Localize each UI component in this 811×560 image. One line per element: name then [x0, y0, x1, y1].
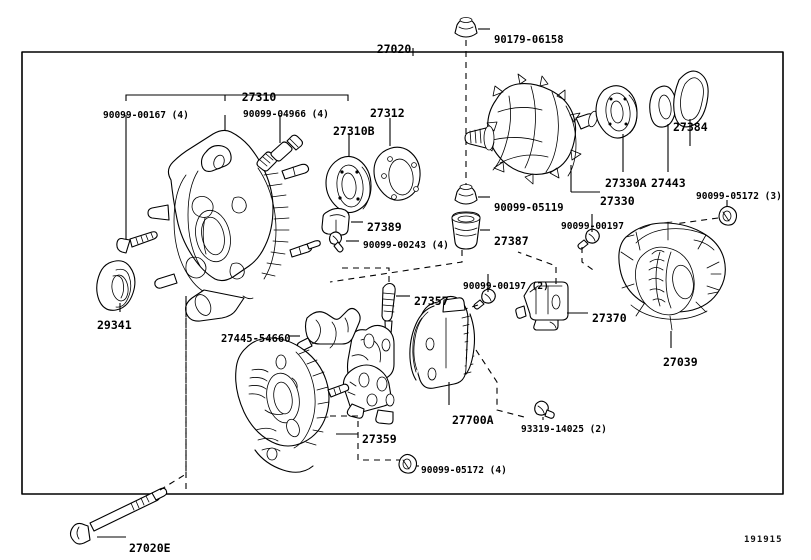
part-27312-retainer-plate [373, 146, 421, 201]
part-90099-04966-stud [256, 134, 304, 172]
part-label-93319-14025: 93319-14025 (2) [521, 424, 607, 435]
part-label-27387: 27387 [494, 234, 529, 248]
part-27330A-bearing [595, 85, 638, 172]
part-27700A-regulator [409, 295, 529, 419]
part-90179-06158 [454, 17, 490, 38]
part-90099-00167-bolt [116, 231, 158, 254]
part-93319-14025-screw [534, 400, 555, 420]
part-label-90099-05119: 90099-05119 [494, 202, 564, 214]
part-90099-05119 [454, 184, 490, 205]
diagram-corner-id: 191915 [744, 535, 783, 545]
part-27389-terminal-cover [321, 207, 363, 236]
part-label-90099-05172-3: 90099-05172 (3) [696, 191, 782, 202]
part-label-90099-00197-2: 90099-00197 (2) [463, 281, 549, 292]
diagram-frame [21, 51, 784, 495]
part-90099-00197-2-screw [461, 274, 496, 311]
part-90099-05172-4-nut [398, 453, 419, 474]
part-27357-brush-holder [338, 267, 410, 425]
part-label-27359: 27359 [362, 432, 397, 446]
part-label-27370: 27370 [592, 311, 627, 325]
part-label-27443: 27443 [651, 176, 686, 190]
part-label-27330A: 27330A [605, 176, 647, 190]
part-27387 [329, 211, 490, 283]
part-29341-oil-seal [96, 260, 136, 312]
part-label-90179-06158: 90179-06158 [494, 34, 564, 46]
part-label-27039: 27039 [663, 355, 698, 369]
part-label-27445-54660: 27445-54660 [221, 333, 291, 345]
part-label-90099-00167: 90099-00167 (4) [103, 110, 189, 121]
part-90099-05172-3-nut [659, 200, 738, 227]
part-label-27020: 27020 [376, 42, 412, 56]
part-label-27312: 27312 [370, 106, 405, 120]
part-label-27310B: 27310B [333, 124, 375, 138]
part-27330-rotor [464, 73, 600, 193]
part-label-27700A: 27700A [452, 413, 494, 427]
part-label-27330: 27330 [600, 194, 635, 208]
part-90099-00197-screw [577, 214, 600, 273]
part-27443-spacer [649, 85, 677, 172]
part-27020E-bolt [69, 296, 187, 545]
part-90099-00243-screw [328, 231, 359, 253]
part-label-29341: 29341 [97, 318, 132, 332]
part-label-90099-05172-4: 90099-05172 (4) [421, 465, 507, 476]
part-27370-connector [515, 251, 588, 331]
part-label-27357: 27357 [414, 294, 449, 308]
part-label-27384: 27384 [673, 120, 708, 134]
part-label-90099-04966: 90099-04966 (4) [243, 109, 329, 120]
part-label-90099-00197: 90099-00197 [561, 221, 624, 232]
part-27384-seal [673, 70, 709, 146]
part-label-90099-00243: 90099-00243 (4) [363, 240, 449, 251]
part-label-27389: 27389 [367, 220, 402, 234]
part-27445-54660-cover [288, 307, 361, 352]
part-27310B-bearing [325, 155, 372, 214]
part-27039-stator [618, 221, 726, 348]
part-27359-rear-frame [235, 337, 402, 473]
part-label-27020E: 27020E [129, 541, 171, 555]
part-27310-drive-end-frame [147, 129, 321, 322]
part-label-27310: 27310 [241, 90, 277, 104]
